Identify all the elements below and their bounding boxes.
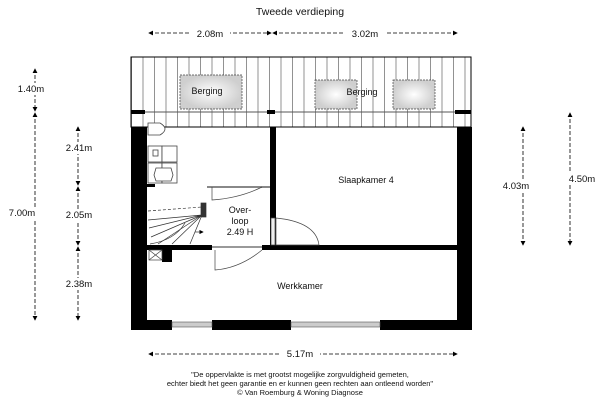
windows [171, 321, 381, 328]
bathroom-fixtures [147, 122, 178, 184]
dim-left-3: 2.38m [66, 279, 92, 290]
room-label-slaapkamer: Slaapkamer 4 [338, 175, 394, 185]
room-label-overloop-1: Over- [229, 205, 252, 215]
doors [148, 186, 320, 271]
room-label-overloop-2: loop [231, 216, 248, 226]
dim-right-outer: 4.50m [569, 174, 595, 185]
disclaimer-line-1: "De oppervlakte is met grootst mogelijke… [191, 370, 409, 379]
dim-bottom: 5.17m [287, 349, 313, 360]
dim-left-2: 2.05m [66, 210, 92, 221]
room-height-overloop: 2.49 H [227, 227, 254, 237]
staircase-icon [147, 202, 207, 245]
disclaimer-line-2: echter biedt het geen garantie en er kun… [167, 379, 434, 388]
dim-left-attic: 1.40m [18, 84, 44, 95]
dim-top-left: 2.08m [197, 29, 223, 40]
walls [131, 127, 472, 330]
attic-area: Berging Berging [130, 56, 472, 128]
room-label-berging-2: Berging [346, 87, 377, 97]
room-label-berging-1: Berging [191, 86, 222, 96]
dim-top-right: 3.02m [352, 29, 378, 40]
dim-left-1: 2.41m [66, 143, 92, 154]
dimension-top: 2.08m 3.02m [148, 27, 458, 40]
room-label-werkkamer: Werkkamer [277, 281, 323, 291]
copyright-line: © Van Roemburg & Woning Diagnose [237, 388, 363, 397]
dim-left-total: 7.00m [9, 208, 35, 219]
floor-title: Tweede verdieping [256, 6, 344, 18]
dim-right-inner: 4.03m [503, 181, 529, 192]
